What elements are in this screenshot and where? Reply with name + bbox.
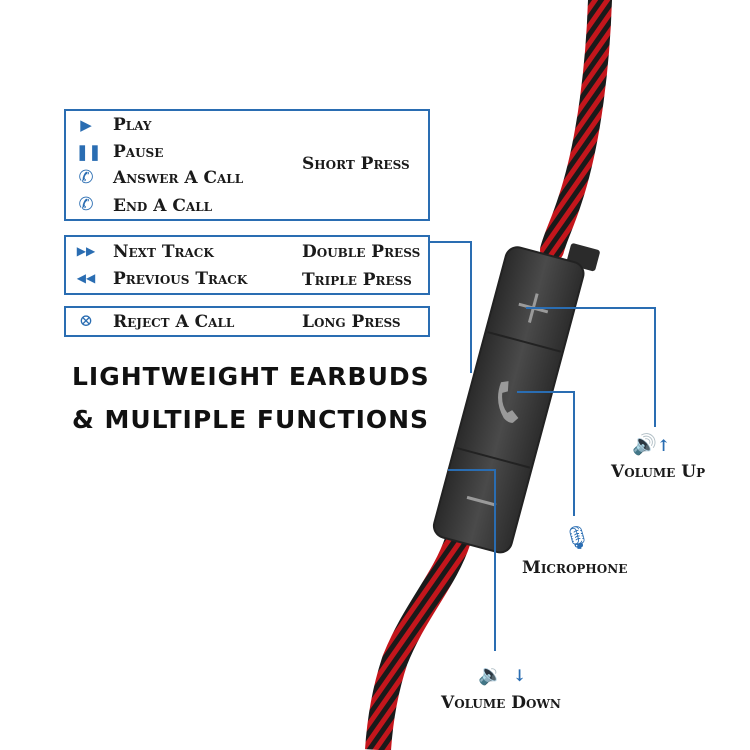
reject-call-label: Reject A Call bbox=[113, 312, 235, 332]
connector-line bbox=[526, 307, 656, 309]
volume-down-icon: 🔉↓ bbox=[478, 662, 527, 686]
answer-call-label: Answer A Call bbox=[113, 168, 244, 188]
pause-icon: ❚❚ bbox=[76, 143, 102, 161]
microphone-icon: 🎙 bbox=[563, 526, 591, 551]
upper-cable bbox=[540, 0, 612, 262]
play-icon: ▶ bbox=[80, 116, 92, 134]
previous-track-label: Previous Track bbox=[113, 269, 248, 289]
next-track-label: Next Track bbox=[113, 242, 214, 262]
track-panel bbox=[64, 235, 430, 295]
center-button-phone-mark bbox=[498, 381, 519, 423]
play-label: Play bbox=[113, 115, 152, 135]
phone-icon: ✆ bbox=[78, 167, 94, 188]
end-call-icon: ✆ bbox=[78, 194, 94, 215]
headline-line-2: & MULTIPLE FUNCTIONS bbox=[72, 405, 430, 434]
microphone-label: Microphone bbox=[522, 558, 628, 578]
connector-line bbox=[470, 241, 472, 373]
connector-line bbox=[430, 241, 472, 243]
fast-forward-icon: ▶▶ bbox=[76, 244, 96, 258]
short-press-action: Short Press bbox=[302, 154, 410, 174]
volume-up-label: Volume Up bbox=[611, 462, 706, 482]
lower-cable bbox=[365, 535, 471, 750]
connector-line bbox=[654, 307, 656, 427]
triple-press-action: Triple Press bbox=[302, 270, 412, 290]
remote-control bbox=[432, 243, 600, 554]
volume-up-icon: 🔊↑ bbox=[632, 432, 671, 456]
reject-panel bbox=[64, 306, 430, 337]
reject-icon: ⊗ bbox=[78, 311, 94, 331]
short-press-panel bbox=[64, 109, 430, 221]
long-press-action: Long Press bbox=[302, 312, 401, 332]
headline-line-1: LIGHTWEIGHT EARBUDS bbox=[72, 362, 430, 391]
end-call-label: End A Call bbox=[113, 196, 213, 216]
volume-down-label: Volume Down bbox=[441, 693, 561, 713]
rewind-icon: ◀◀ bbox=[76, 271, 96, 285]
connector-line bbox=[517, 391, 575, 393]
minus-button-mark bbox=[466, 495, 497, 507]
connector-line bbox=[494, 469, 496, 651]
connector-line bbox=[448, 469, 496, 471]
double-press-action: Double Press bbox=[302, 242, 421, 262]
pause-label: Pause bbox=[113, 142, 164, 162]
connector-line bbox=[573, 391, 575, 516]
